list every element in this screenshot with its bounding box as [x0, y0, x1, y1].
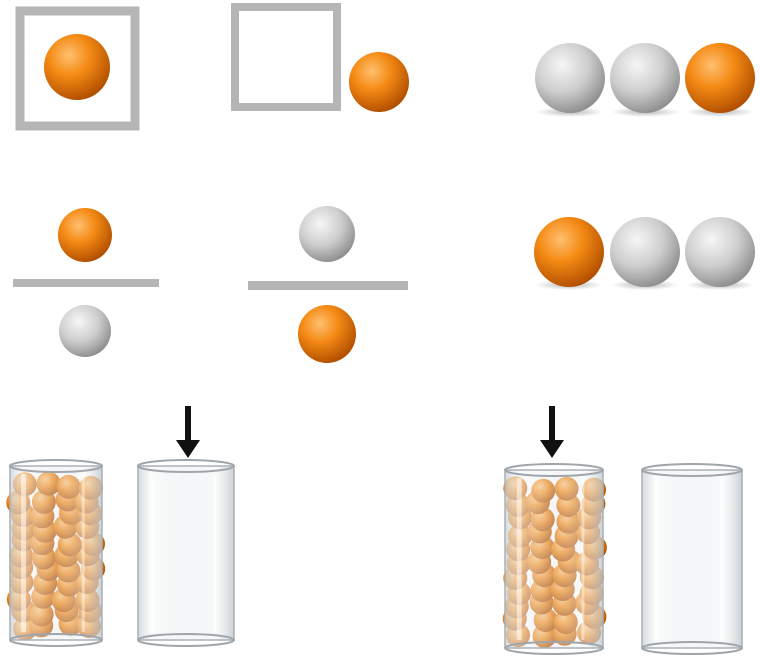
gray-ball: [610, 43, 680, 113]
jar-highlight: [516, 478, 522, 640]
orange-ball: [44, 34, 110, 100]
gray-ball: [610, 217, 680, 287]
jar-rim: [641, 463, 743, 477]
jar-rim: [504, 463, 604, 477]
jar-highlight: [581, 478, 585, 640]
full-jar: [6, 459, 106, 647]
jar-highlight: [212, 474, 216, 632]
empty-jar: [137, 459, 235, 647]
gray-ball: [59, 305, 111, 357]
divider-bar: [248, 281, 408, 290]
panel-jars-arrow-on-full: [502, 406, 743, 655]
box-frame: [231, 3, 341, 111]
jar-highlight: [81, 474, 85, 632]
gray-ball: [535, 43, 605, 113]
jar-highlight: [149, 474, 155, 632]
jar-base: [504, 641, 604, 655]
full-jar: [502, 463, 607, 655]
gray-ball: [299, 206, 355, 262]
jar-rim: [9, 459, 103, 473]
down-arrow-icon: [540, 406, 564, 458]
orange-ball: [58, 208, 112, 262]
panel-row-last-orange: [535, 43, 755, 117]
jar-base: [641, 641, 743, 655]
orange-ball: [685, 43, 755, 113]
empty-jar: [641, 463, 743, 655]
divider-bar: [13, 279, 159, 287]
jar-rim: [137, 459, 235, 473]
jar-base: [137, 633, 235, 647]
jar-base: [9, 633, 103, 647]
panel-fraction-orange-over-gray: [13, 208, 159, 357]
panel-row-first-orange: [534, 217, 755, 290]
panel-ball-outside-box: [231, 3, 409, 112]
panel-fraction-gray-over-orange: [248, 206, 408, 363]
jar-highlight: [720, 478, 723, 640]
orange-ball: [534, 217, 604, 287]
panel-ball-inside-box: [15, 6, 140, 131]
jar-highlight: [21, 474, 27, 632]
box-frame: [15, 6, 140, 131]
orange-ball: [349, 52, 409, 112]
orange-ball: [298, 305, 356, 363]
down-arrow-icon: [176, 406, 200, 458]
jar-highlight: [654, 478, 659, 640]
gray-ball: [685, 217, 755, 287]
panel-jars-arrow-on-empty: [6, 406, 235, 647]
